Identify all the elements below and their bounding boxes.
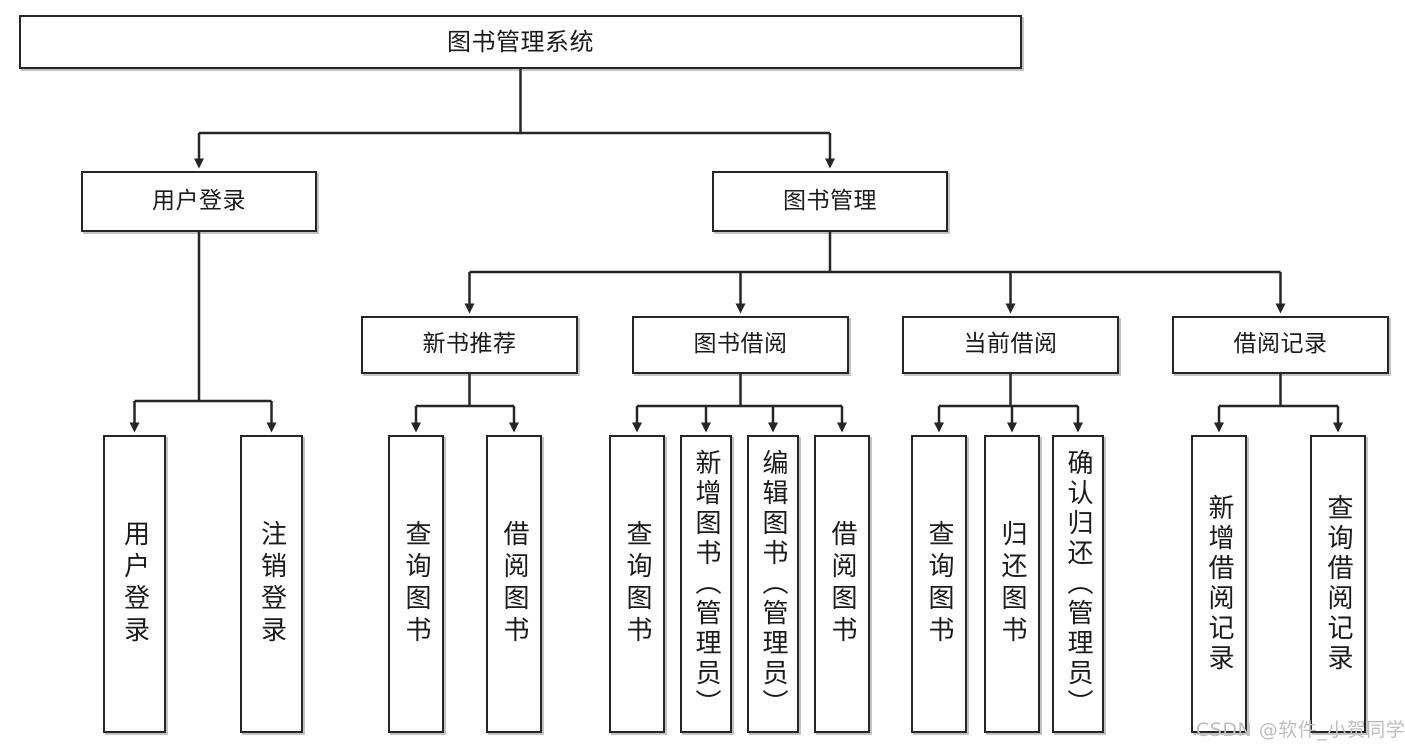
node-leaf-add-record-label: 新增借阅记录 — [1204, 494, 1234, 674]
node-leaf-return-book-label: 归还图书 — [997, 520, 1027, 648]
node-book-borrow[interactable]: 图书借阅 — [632, 316, 849, 374]
node-current-borrow[interactable]: 当前借阅 — [902, 316, 1119, 374]
node-new-book-rec-label: 新书推荐 — [422, 331, 517, 358]
node-leaf-query-book-1-label: 查询图书 — [401, 520, 431, 648]
node-leaf-logout-label: 注销登录 — [256, 520, 287, 648]
node-new-book-rec[interactable]: 新书推荐 — [361, 316, 578, 374]
node-leaf-confirm-return-label: 确认归还（管理员） — [1063, 449, 1093, 719]
node-leaf-query-book-2[interactable]: 查询图书 — [609, 435, 665, 733]
node-leaf-borrow-book-1-label: 借阅图书 — [499, 520, 529, 648]
node-leaf-user-login-label: 用户登录 — [119, 520, 150, 648]
node-leaf-add-book[interactable]: 新增图书（管理员） — [680, 435, 732, 733]
node-leaf-query-book-2-label: 查询图书 — [622, 520, 652, 648]
node-leaf-user-login[interactable]: 用户登录 — [103, 435, 166, 733]
node-leaf-confirm-return[interactable]: 确认归还（管理员） — [1052, 435, 1104, 733]
node-leaf-query-record[interactable]: 查询借阅记录 — [1310, 435, 1366, 733]
node-leaf-borrow-book-2[interactable]: 借阅图书 — [814, 435, 870, 733]
node-user-login-label: 用户登录 — [152, 187, 246, 214]
node-leaf-borrow-book-2-label: 借阅图书 — [827, 520, 857, 648]
node-borrow-record-label: 借阅记录 — [1233, 331, 1328, 358]
node-leaf-query-record-label: 查询借阅记录 — [1323, 494, 1353, 674]
node-leaf-borrow-book-1[interactable]: 借阅图书 — [486, 435, 542, 733]
node-current-borrow-label: 当前借阅 — [963, 331, 1058, 358]
node-leaf-logout[interactable]: 注销登录 — [240, 435, 303, 733]
node-book-borrow-label: 图书借阅 — [693, 331, 788, 358]
node-leaf-edit-book[interactable]: 编辑图书（管理员） — [747, 435, 799, 733]
node-leaf-query-book-3-label: 查询图书 — [924, 520, 954, 648]
node-book-manage-label: 图书管理 — [783, 187, 877, 214]
node-borrow-record[interactable]: 借阅记录 — [1172, 316, 1389, 374]
node-user-login[interactable]: 用户登录 — [81, 171, 317, 232]
node-leaf-query-book-1[interactable]: 查询图书 — [388, 435, 444, 733]
node-leaf-query-book-3[interactable]: 查询图书 — [911, 435, 967, 733]
node-root-label: 图书管理系统 — [447, 27, 594, 56]
node-book-manage[interactable]: 图书管理 — [712, 171, 948, 232]
node-leaf-add-book-label: 新增图书（管理员） — [691, 449, 721, 719]
node-leaf-return-book[interactable]: 归还图书 — [984, 435, 1040, 733]
node-root[interactable]: 图书管理系统 — [19, 15, 1022, 69]
node-leaf-edit-book-label: 编辑图书（管理员） — [758, 449, 788, 719]
csdn-watermark: CSDN @软件_小贺同学 — [1196, 719, 1405, 741]
node-leaf-add-record[interactable]: 新增借阅记录 — [1191, 435, 1247, 733]
